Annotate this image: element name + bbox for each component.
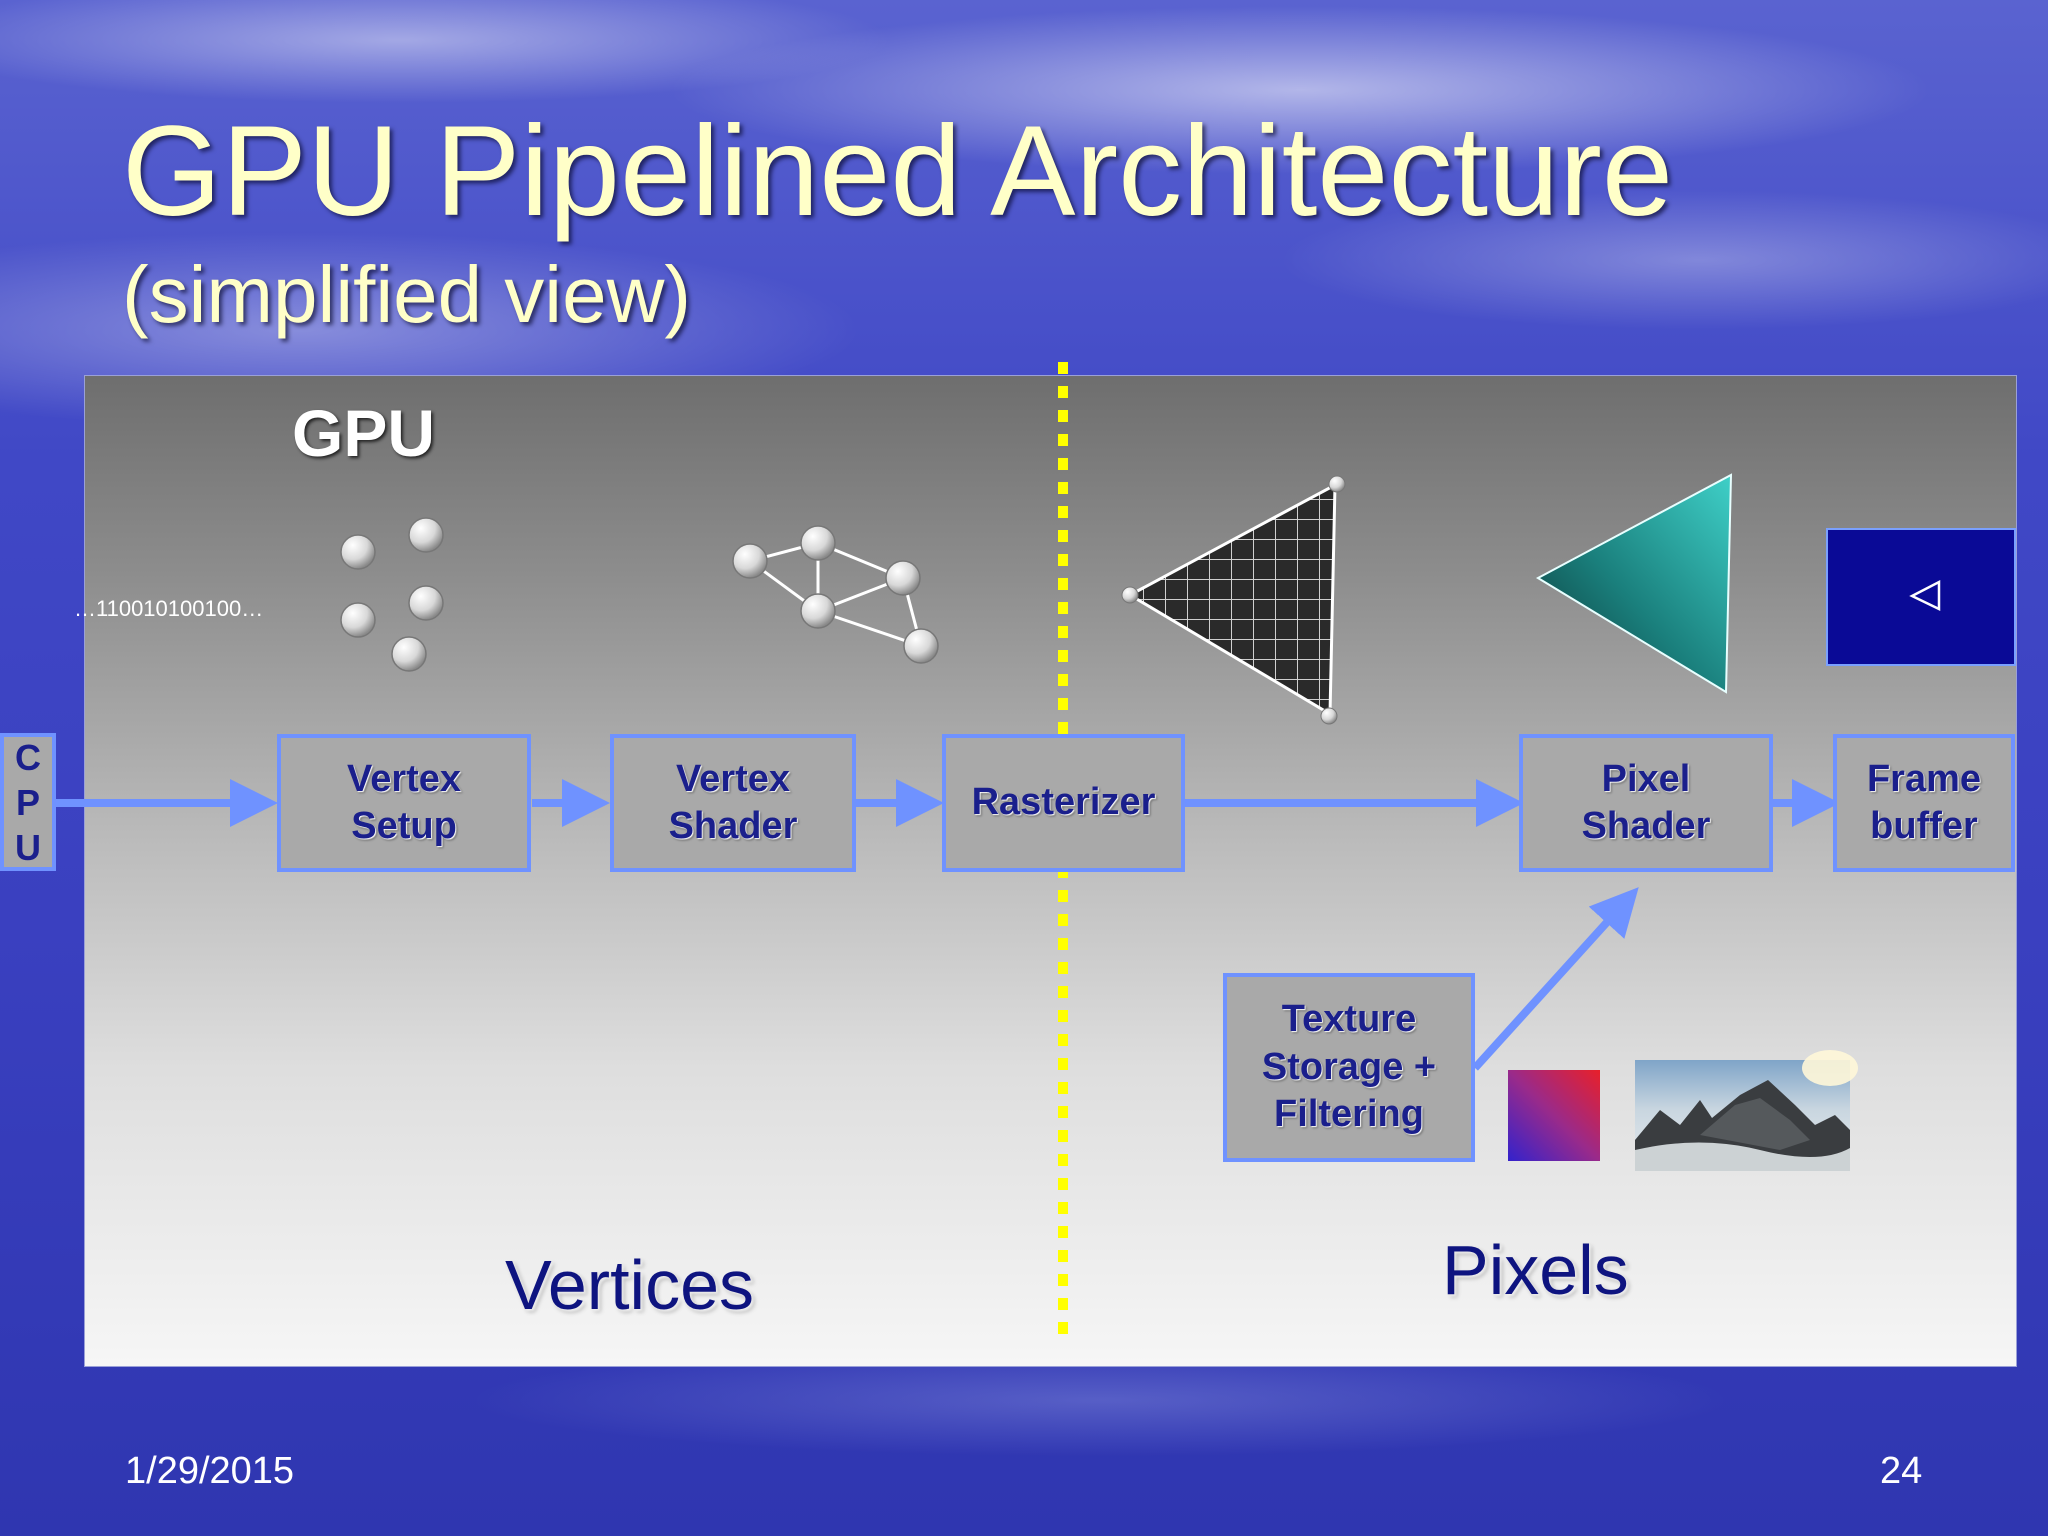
cpu-box: C P U [0, 733, 56, 871]
rasterizer-label: Rasterizer [971, 781, 1156, 824]
slide-title: GPU Pipelined Architecture [122, 100, 1673, 243]
frame-buffer-box: Frame buffer [1833, 734, 2015, 872]
gpu-label: GPU [292, 396, 436, 470]
binary-stream: …110010100100… [74, 596, 264, 621]
slide-subtitle: (simplified view) [122, 250, 691, 339]
vertex-shader-label: Vertex Shader [668, 757, 798, 848]
footer-date: 1/29/2015 [125, 1450, 295, 1492]
frame-buffer-screen-icon [1826, 528, 2016, 666]
pixels-label: Pixels [1442, 1231, 1629, 1309]
vertex-mesh-icon [732, 525, 939, 664]
vertex-setup-box: Vertex Setup [277, 734, 531, 872]
shaded-triangle-icon [1535, 473, 1733, 694]
rasterized-triangle-icon [1121, 475, 1346, 725]
frame-buffer-label: Frame buffer [1866, 757, 1982, 848]
vertices-label: Vertices [505, 1246, 754, 1324]
cpu-letter-u: U [15, 826, 41, 868]
pipeline-arrows [56, 779, 1840, 1071]
cpu-letter-c: C [15, 736, 41, 778]
footer-page-number: 24 [1880, 1450, 1923, 1492]
texture-storage-label: Texture Storage + Filtering [1261, 998, 1437, 1136]
vertex-shader-box: Vertex Shader [610, 734, 856, 872]
cpu-letter-p: P [15, 781, 40, 823]
vertex-points-icon [340, 517, 444, 672]
rasterizer-box: Rasterizer [942, 734, 1185, 872]
vertex-setup-label: Vertex Setup [346, 757, 462, 848]
pixel-shader-box: Pixel Shader [1519, 734, 1773, 872]
landscape-texture-image [1635, 1050, 1858, 1171]
texture-gradient-swatch [1508, 1070, 1600, 1161]
texture-storage-box: Texture Storage + Filtering [1223, 973, 1475, 1162]
pixel-shader-label: Pixel Shader [1581, 757, 1711, 848]
